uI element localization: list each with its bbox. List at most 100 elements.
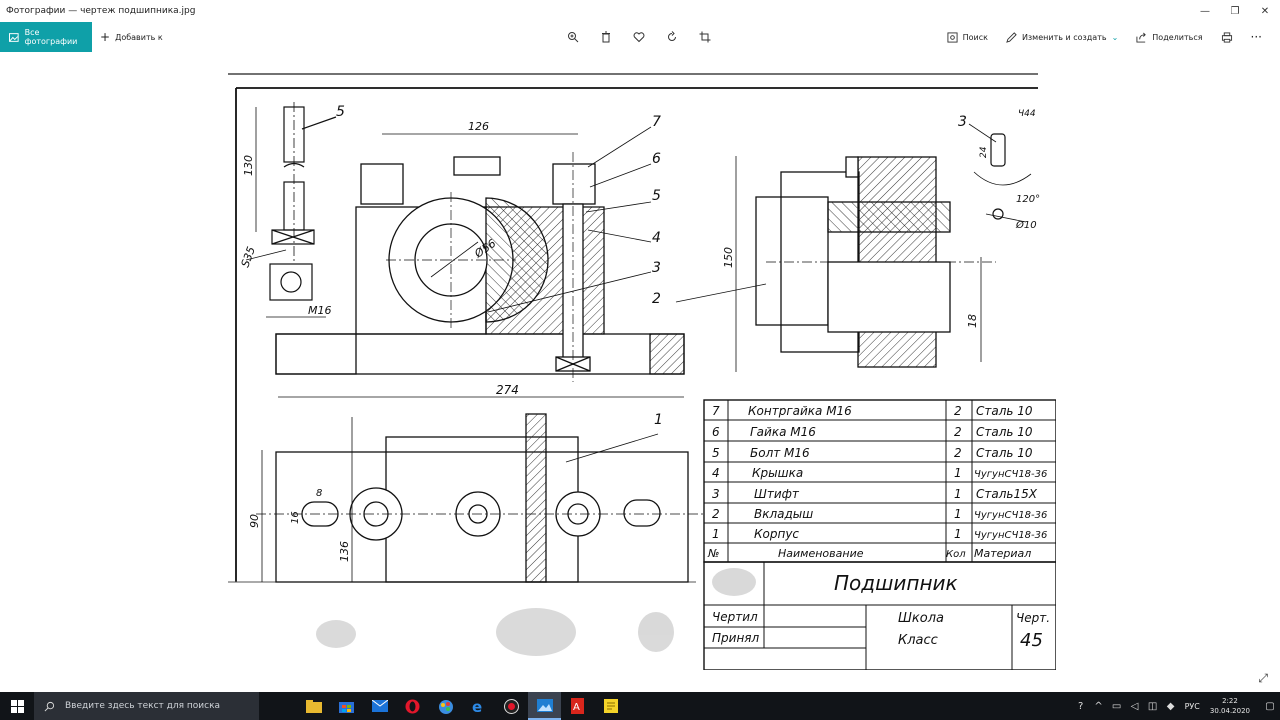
- recorder-icon[interactable]: [495, 692, 528, 720]
- taskbar-search[interactable]: Введите здесь текст для поиска: [34, 692, 259, 720]
- bom-row-no: 4: [712, 466, 720, 480]
- volume-icon[interactable]: ◁: [1130, 700, 1139, 712]
- share-label: Поделиться: [1152, 32, 1203, 42]
- bom-row-no: 5: [712, 446, 720, 460]
- dim-150: 150: [722, 247, 735, 268]
- heart-icon[interactable]: [631, 29, 647, 45]
- bom-header-no: №: [707, 547, 719, 560]
- bom-row-name: Корпус: [754, 527, 799, 541]
- mail-icon[interactable]: [363, 692, 396, 720]
- notifications-icon[interactable]: ▢: [1265, 700, 1275, 712]
- stamp-sheet-label: Черт.: [1016, 611, 1050, 625]
- restore-button[interactable]: ❐: [1230, 5, 1240, 17]
- minimize-button[interactable]: —: [1200, 5, 1210, 17]
- edit-icon: [1006, 31, 1017, 43]
- search-icon: [44, 701, 55, 711]
- toolbar-right: Поиск Изменить и создать ⌄ Поделиться ··…: [947, 22, 1280, 52]
- stamp-checked: Принял: [712, 631, 760, 645]
- stamp-title: Подшипник: [834, 571, 958, 595]
- pin-detail: [968, 123, 1032, 223]
- edit-create-button[interactable]: Изменить и создать ⌄: [1006, 31, 1119, 43]
- image-actions: [565, 22, 713, 52]
- dropbox-icon[interactable]: ◆: [1166, 700, 1175, 712]
- bom-row-qty: 1: [954, 466, 962, 480]
- search-icon: [947, 31, 958, 43]
- label-3-pin: 3: [958, 114, 967, 130]
- label-6: 6: [652, 151, 661, 167]
- bom-row-mat: ЧугунСЧ18-36: [974, 530, 1047, 541]
- bom-row-no: 6: [712, 425, 720, 439]
- start-button[interactable]: [0, 692, 34, 720]
- dim-126: 126: [468, 120, 489, 133]
- label-4: 4: [652, 230, 661, 246]
- paint-icon[interactable]: [429, 692, 462, 720]
- search-placeholder: Введите здесь текст для поиска: [65, 701, 221, 711]
- label-7: 7: [652, 114, 661, 130]
- plus-icon: +: [100, 30, 111, 44]
- delete-icon[interactable]: [598, 29, 614, 45]
- svg-text:e: e: [472, 699, 482, 714]
- edge-icon[interactable]: e: [462, 692, 495, 720]
- dim-phi10: Ø10: [1015, 219, 1037, 231]
- more-button[interactable]: ···: [1250, 30, 1262, 44]
- bom-row-mat: Сталь 10: [976, 404, 1033, 418]
- add-to-label: Добавить к: [115, 32, 163, 42]
- store-icon[interactable]: [330, 692, 363, 720]
- label-1: 1: [654, 412, 663, 428]
- rotate-icon[interactable]: [664, 29, 680, 45]
- bearing-drawing: 5 130 S35 M16 126 7 6 5 4 3 2 1 Ø56 274 …: [228, 73, 1056, 670]
- bom-row-no: 3: [712, 487, 720, 501]
- dim-274: 274: [496, 383, 519, 397]
- stamp-drew: Чертил: [712, 610, 758, 624]
- bom-header-qty: Кол: [946, 549, 966, 560]
- dim-90: 90: [248, 514, 261, 528]
- taskbar: Введите здесь текст для поиска e A ? ^ ▭…: [0, 692, 1280, 720]
- photos-icon: [9, 32, 19, 42]
- photos-window: Фотографии — чертеж подшипника.jpg — ❐ ✕…: [0, 5, 1280, 692]
- chevron-up-icon[interactable]: ^: [1094, 700, 1103, 712]
- label-2: 2: [652, 291, 661, 307]
- battery-icon[interactable]: ▭: [1111, 700, 1122, 712]
- system-tray: ? ^ ▭ ◁ ◫ ◆ РУС 2:22 30.04.2020 ▢: [1073, 692, 1280, 720]
- bom-row-name: Контргайка М16: [748, 404, 852, 418]
- network-icon[interactable]: ◫: [1147, 700, 1158, 712]
- bom-row-mat: Сталь15Х: [976, 487, 1038, 501]
- svg-text:A: A: [573, 702, 580, 713]
- chevron-down-icon: ⌄: [1111, 32, 1119, 42]
- crop-icon[interactable]: [697, 29, 713, 45]
- help-icon[interactable]: ?: [1077, 700, 1084, 712]
- image-canvas: 5 130 S35 M16 126 7 6 5 4 3 2 1 Ø56 274 …: [0, 52, 1280, 692]
- edit-create-label: Изменить и создать: [1021, 32, 1107, 42]
- front-view: [275, 126, 685, 398]
- clock[interactable]: 2:22 30.04.2020: [1210, 696, 1250, 716]
- fullscreen-icon[interactable]: ⤢: [1258, 671, 1268, 685]
- acrobat-icon[interactable]: A: [561, 692, 594, 720]
- all-photos-button[interactable]: Все фотографии: [0, 22, 92, 52]
- search-label: Поиск: [962, 32, 988, 42]
- zoom-icon[interactable]: [565, 29, 581, 45]
- bom-row-qty: 1: [954, 507, 962, 521]
- clock-date: 30.04.2020: [1209, 707, 1250, 715]
- print-button[interactable]: [1221, 31, 1233, 43]
- search-button[interactable]: Поиск: [947, 31, 988, 43]
- file-explorer-icon[interactable]: [297, 692, 330, 720]
- share-button[interactable]: Поделиться: [1136, 32, 1203, 43]
- dim-s35: S35: [239, 245, 258, 269]
- dim-24: 24: [979, 146, 989, 158]
- photos-app-icon[interactable]: [528, 692, 561, 720]
- share-icon: [1136, 32, 1147, 43]
- bom-row-qty: 1: [954, 487, 962, 501]
- label-3: 3: [652, 260, 661, 276]
- sticky-notes-icon[interactable]: [594, 692, 627, 720]
- opera-icon[interactable]: [396, 692, 429, 720]
- bom-header-name: Наименование: [778, 547, 864, 560]
- close-button[interactable]: ✕: [1260, 5, 1270, 17]
- bom-row-qty: 2: [954, 404, 962, 418]
- bom-row-mat: Сталь 10: [976, 446, 1033, 460]
- language-indicator[interactable]: РУС: [1184, 701, 1200, 711]
- plan-view: [256, 413, 706, 583]
- all-photos-label: Все фотографии: [24, 28, 78, 46]
- windows-icon: [10, 699, 24, 713]
- dimension-labels: 5 130 S35 M16 126 7 6 5 4 3 2 1 Ø56 274 …: [239, 104, 1040, 562]
- add-to-button[interactable]: + Добавить к: [100, 22, 163, 52]
